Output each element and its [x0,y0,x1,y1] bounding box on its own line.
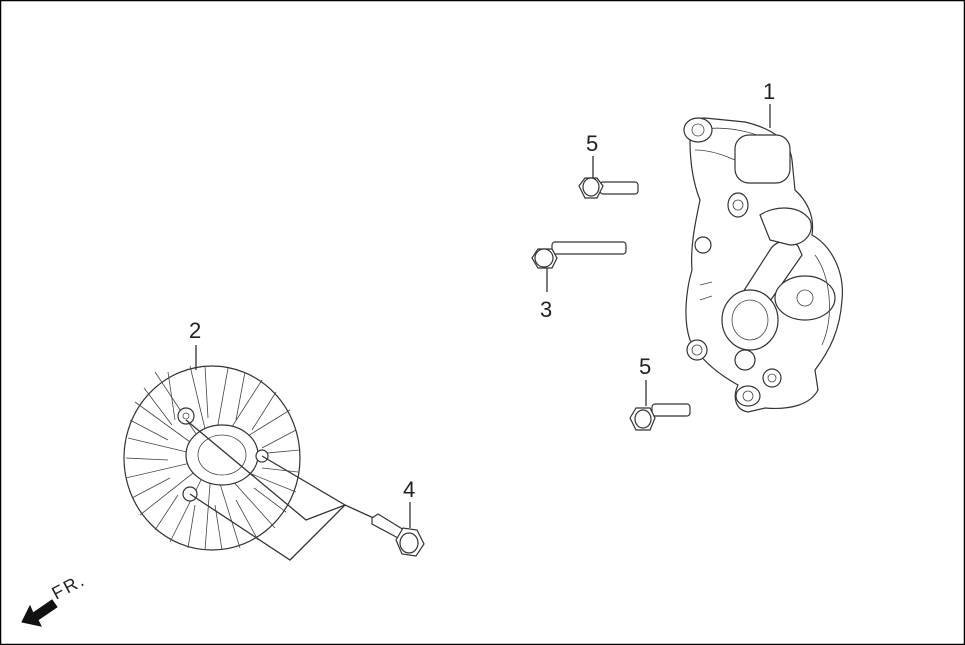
callout-1: 1 [763,79,775,104]
bolt-part-3 [531,241,627,269]
front-direction-indicator: FR. [21,569,89,627]
bolt-part-4 [371,513,425,557]
callout-2: 2 [189,318,201,343]
fr-label: FR. [48,569,88,603]
arrow-front-icon [21,599,58,627]
bolt-part-5-lower [629,403,691,431]
callout-5-upper: 5 [586,131,598,156]
impeller-part-2 [123,365,301,551]
callout-3: 3 [540,297,552,322]
pump-housing-part-1 [683,117,843,413]
callout-4: 4 [403,477,415,502]
bolt-part-5-upper [578,177,639,199]
callout-5-lower: 5 [639,354,651,379]
